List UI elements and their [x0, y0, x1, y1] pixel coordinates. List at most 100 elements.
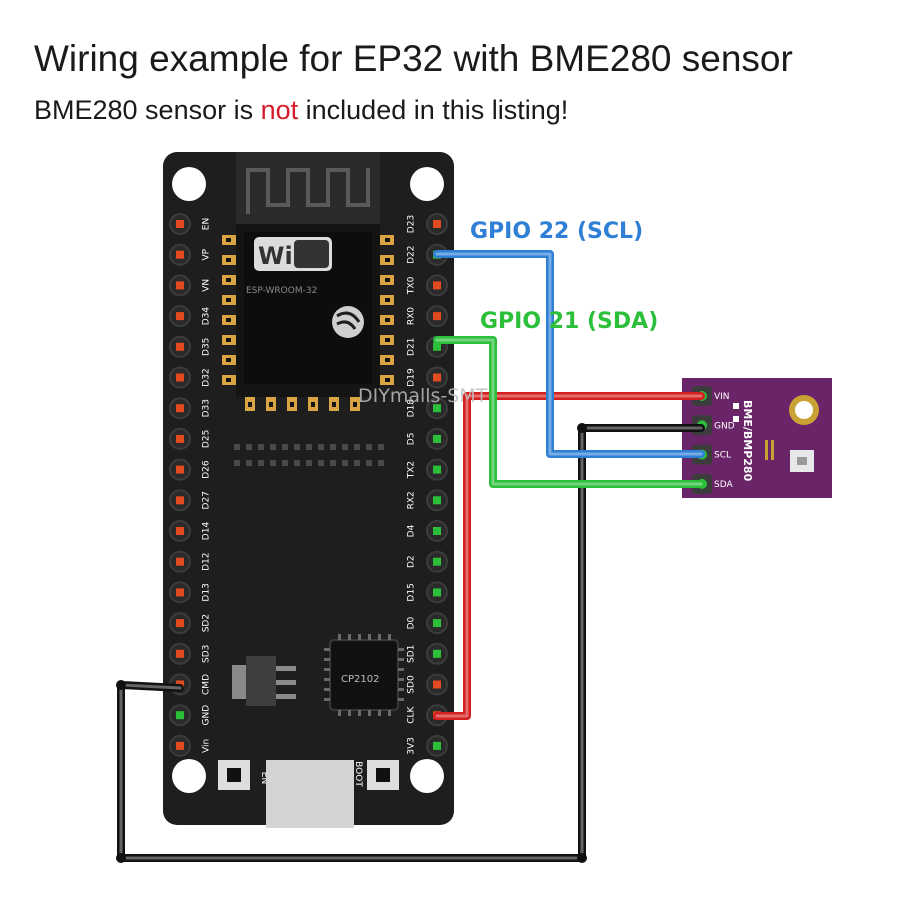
right-header-pins	[426, 213, 448, 757]
junction-dot	[577, 423, 587, 433]
test-pad-rows	[234, 444, 384, 466]
pin-vin	[169, 734, 191, 757]
chip-label: CP2102	[341, 674, 379, 685]
pin-label: SD1	[407, 645, 417, 663]
pin-label: Vin	[202, 739, 212, 753]
module-label: ESP-WROOM-32	[246, 286, 317, 296]
pin-label: D21	[407, 338, 417, 356]
pin-sd1	[426, 642, 448, 665]
subtitle-text-before: BME280 sensor is	[34, 95, 261, 125]
mounting-hole-icon	[410, 167, 444, 201]
en-button[interactable]: EN	[218, 760, 269, 790]
pin-label: D5	[407, 433, 417, 446]
pin-d26	[169, 458, 191, 481]
watermark-text: DIYmalls-SMT	[358, 385, 488, 407]
pin-label: D14	[202, 522, 212, 541]
pin-label: D13	[202, 583, 212, 601]
pin-sd2	[169, 612, 191, 635]
sda-label: GPIO 21 (SDA)	[480, 309, 658, 334]
pin-tx2	[426, 458, 448, 481]
pin-d15	[426, 581, 448, 604]
pin-label: RX0	[407, 307, 417, 325]
pin-d12	[169, 550, 191, 573]
pin-label: CLK	[407, 706, 417, 724]
pin-d4	[426, 520, 448, 542]
esp32-board: WiFi ESP-WROOM-32 ENVPVND34D35D32D33D25D…	[163, 152, 454, 828]
sensor-pin-label: SCL	[714, 451, 731, 461]
mounting-hole-icon	[172, 167, 206, 201]
pin-d27	[169, 489, 191, 512]
junction-dot	[116, 680, 126, 690]
pin-d0	[426, 612, 448, 635]
subtitle-emphasis: not	[260, 95, 299, 125]
sensor-title: BME/BMP280	[741, 400, 754, 482]
pin-d35	[169, 335, 191, 358]
wifi-logo-icon: WiFi	[254, 237, 332, 271]
mounting-hole-icon	[410, 759, 444, 793]
pin-d25	[169, 427, 191, 450]
pin-gnd	[169, 704, 191, 727]
pin-label: D15	[407, 583, 417, 601]
subtitle-text-after: included in this listing!	[298, 95, 569, 125]
pin-d23	[426, 213, 448, 235]
pin-tx0	[426, 274, 448, 297]
sensor-pin-label: VIN	[714, 392, 730, 402]
pin-d13	[169, 581, 191, 604]
scl-label: GPIO 22 (SCL)	[470, 219, 643, 244]
cp2102-chip: CP2102	[324, 634, 404, 716]
pin-d2	[426, 550, 448, 573]
left-pin-labels: ENVPVND34D35D32D33D25D26D27D14D12D13SD2S…	[202, 218, 212, 753]
module-pads	[222, 235, 394, 411]
pin-label: D25	[202, 430, 212, 448]
pin-label: GND	[202, 705, 212, 726]
pin-sd0	[426, 673, 448, 696]
boot-button-label: BOOT	[353, 761, 363, 787]
pin-d33	[169, 397, 191, 420]
pin-label: 3V3	[407, 737, 417, 755]
pin-rx2	[426, 489, 448, 512]
pin-vn	[169, 274, 191, 297]
pin-label: SD0	[407, 675, 417, 694]
pin-label: D33	[202, 399, 212, 417]
pin-d19	[426, 366, 448, 389]
pin-label: TX2	[407, 461, 417, 479]
pin-label: D18	[407, 399, 417, 418]
pin-label: D26	[202, 460, 212, 479]
pin-d5	[426, 427, 448, 450]
pin-label: D19	[407, 368, 417, 387]
scl-wire	[433, 250, 705, 458]
pin-label: D12	[202, 553, 212, 571]
junction-dot	[116, 853, 126, 863]
pin-label: D22	[407, 246, 417, 264]
usb-connector	[266, 760, 354, 828]
pin-label: D0	[407, 616, 417, 629]
page-title: Wiring example for EP32 with BME280 sens…	[34, 38, 793, 79]
pin-label: SD2	[202, 614, 212, 632]
en-button-label: EN	[259, 772, 269, 784]
pin-d32	[169, 366, 191, 389]
boot-button[interactable]: BOOT	[353, 760, 399, 790]
pin-label: CMD	[202, 674, 212, 695]
pin-d18	[426, 397, 448, 420]
sensor-pin-label: SDA	[714, 480, 733, 490]
mounting-hole-icon	[172, 759, 206, 793]
pin-label: D2	[407, 555, 417, 568]
pin-label: TX0	[407, 276, 417, 295]
pin-sd3	[169, 642, 191, 665]
wifi-logo-text: WiFi	[258, 242, 317, 270]
pin-d14	[169, 520, 191, 542]
left-header-pins	[169, 213, 191, 757]
sda-wire	[433, 336, 705, 488]
pin-rx0	[426, 305, 448, 328]
page-subtitle: BME280 sensor is not included in this li…	[34, 95, 568, 126]
sensor-pin-label: GND	[714, 421, 735, 431]
pin-en	[169, 213, 191, 235]
pin-label: D27	[202, 491, 212, 509]
pin-label: D4	[407, 524, 417, 537]
pin-label: SD3	[202, 645, 212, 663]
pin-label: D34	[202, 307, 212, 326]
wires	[116, 250, 705, 863]
voltage-regulator	[232, 656, 296, 706]
pin-label: D23	[407, 215, 417, 233]
